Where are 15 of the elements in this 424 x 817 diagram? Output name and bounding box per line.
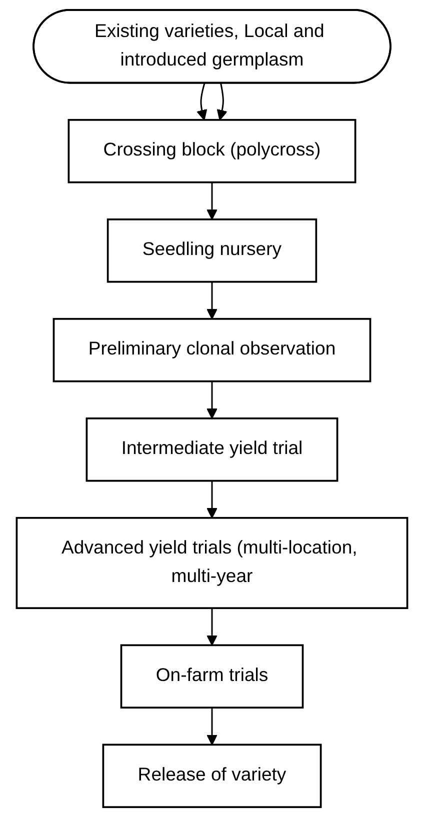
node-box: Crossing block (polycross) — [68, 118, 356, 184]
arrow — [206, 182, 218, 220]
arrow — [216, 83, 228, 120]
node-box: Seedling nursery — [106, 218, 318, 283]
arrow — [196, 83, 208, 120]
node-box: Intermediate yield trial — [86, 417, 338, 482]
arrow — [206, 608, 218, 646]
node-box: Advanced yield trials (multi-location, multi-year — [16, 516, 408, 610]
arrow — [206, 282, 218, 320]
node-box: Preliminary clonal observation — [52, 318, 372, 382]
node-box: On-farm trials — [120, 644, 304, 709]
node-box: Release of variety — [102, 744, 322, 808]
arrow — [206, 708, 218, 746]
arrow — [206, 381, 218, 419]
arrow — [206, 480, 218, 518]
